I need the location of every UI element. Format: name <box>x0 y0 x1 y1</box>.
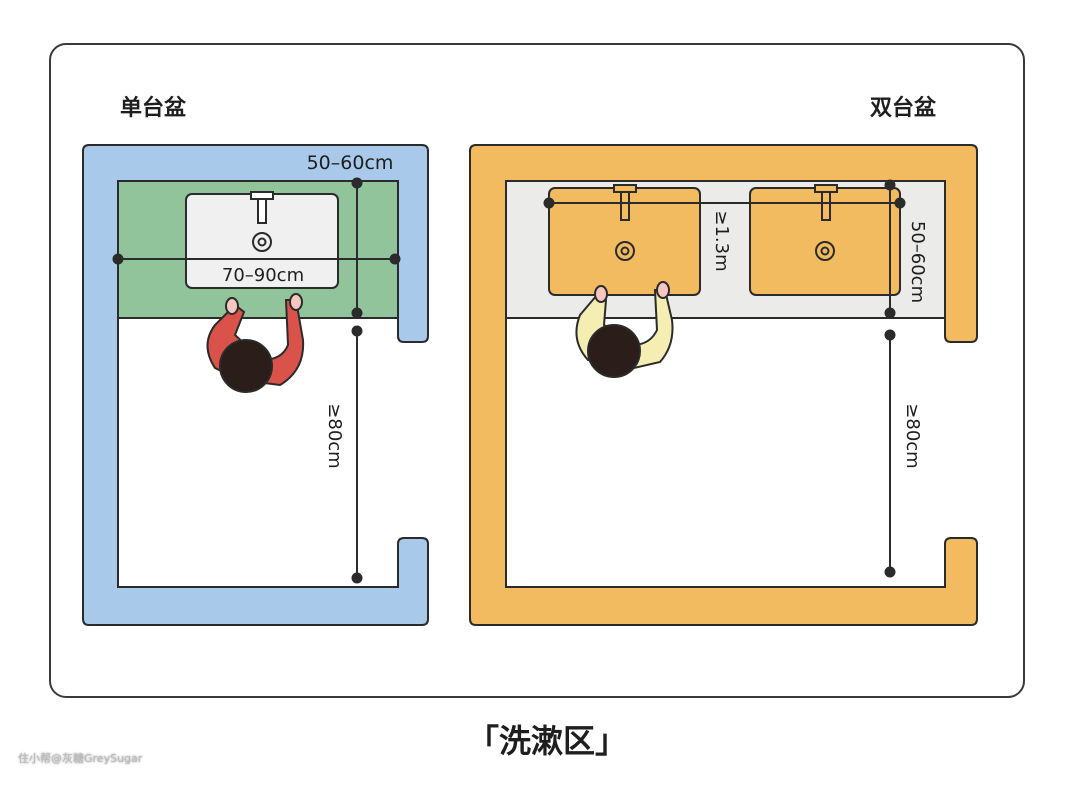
faucet-icon <box>613 184 838 221</box>
drain-icon <box>615 241 835 261</box>
person-icon <box>575 281 674 378</box>
left-dimension-lines <box>112 177 401 584</box>
right-clearance-label: ≥80cm <box>902 403 923 468</box>
right-dimension-lines <box>543 179 906 578</box>
right-title: 双台盆 <box>870 95 937 121</box>
left-width-label: 70–90cm <box>222 265 304 286</box>
right-width-label: ≥1.3m <box>711 210 732 271</box>
left-clearance-label: ≥80cm <box>324 403 345 468</box>
caption: 「洗漱区」 <box>467 722 627 760</box>
watermark: 住小帮@灰糖GreySugar <box>18 752 143 765</box>
drain-icon <box>252 232 272 252</box>
right-wall <box>469 144 978 626</box>
right-depth-label: 50–60cm <box>907 221 928 303</box>
faucet-icon <box>250 191 274 224</box>
person-icon <box>206 293 305 393</box>
left-depth-label: 50–60cm <box>307 152 394 174</box>
left-title: 单台盆 <box>120 95 187 121</box>
